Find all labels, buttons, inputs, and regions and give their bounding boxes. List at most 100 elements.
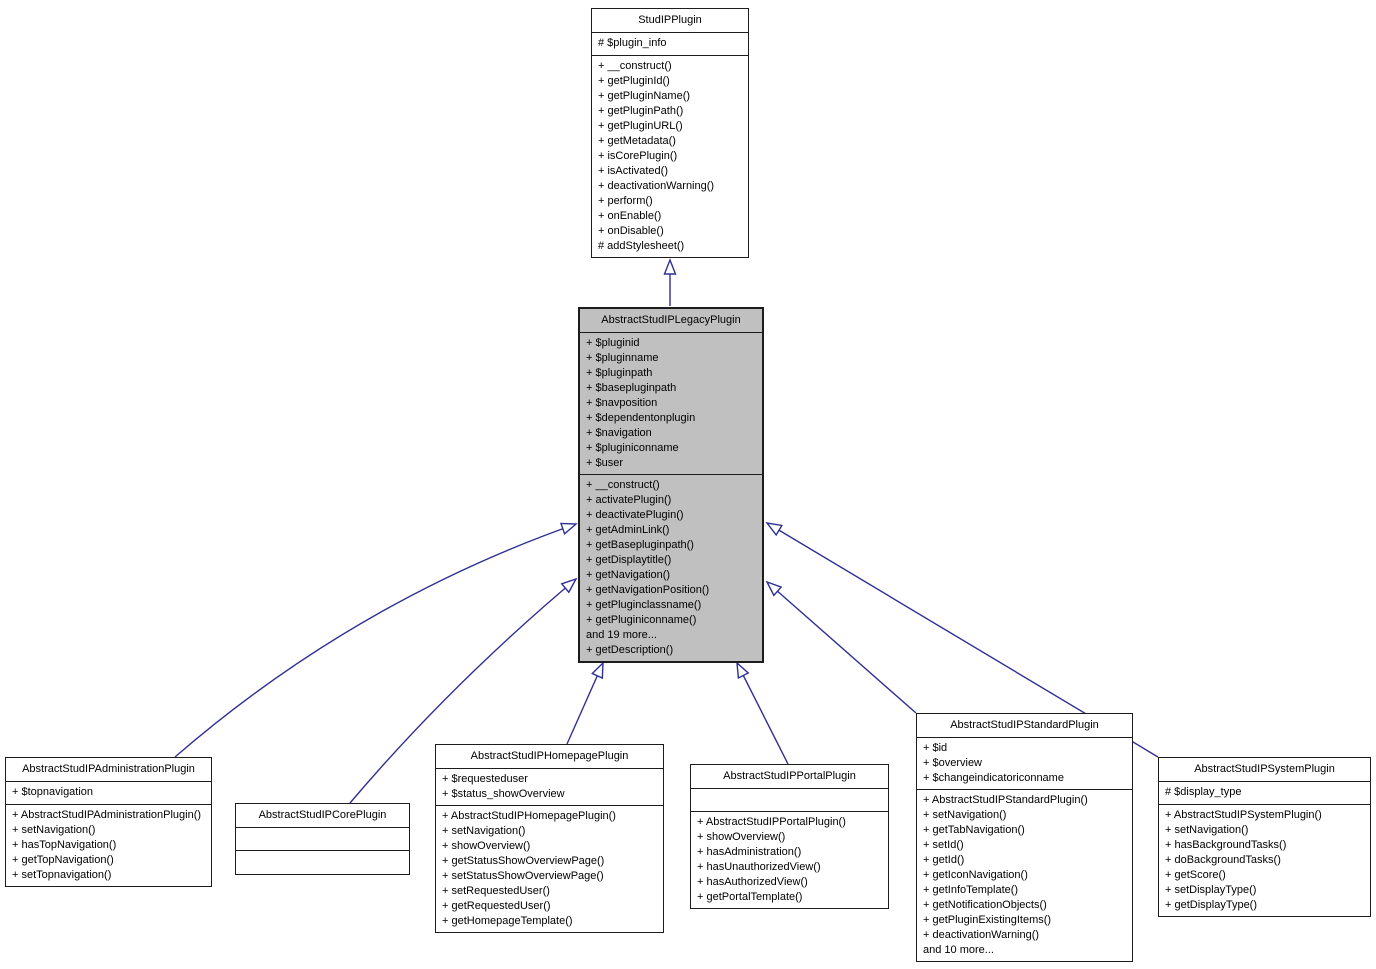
class-methods bbox=[236, 851, 409, 874]
member-row: + getPluginiconname() bbox=[586, 614, 697, 626]
member-row: + getScore() bbox=[1165, 869, 1226, 881]
member-row: + doBackgroundTasks() bbox=[1165, 854, 1281, 866]
member-row: + deactivationWarning() bbox=[923, 929, 1040, 941]
member-row: # $display_type bbox=[1165, 786, 1242, 798]
class-methods: + AbstractStudIPSystemPlugin() + setNavig… bbox=[1159, 805, 1370, 916]
member-row: + $pluginname bbox=[586, 352, 659, 364]
member-row: + onEnable() bbox=[598, 210, 662, 222]
class-title: AbstractStudIPCorePlugin bbox=[236, 804, 409, 828]
member-row: + getNavigationPosition() bbox=[586, 584, 710, 596]
member-row: + setStatusShowOverviewPage() bbox=[442, 870, 604, 882]
member-row: + $pluginiconname bbox=[586, 442, 679, 454]
class-node-abstractstudiphomepageplugin[interactable]: AbstractStudIPHomepagePlugin + $requeste… bbox=[435, 744, 664, 933]
class-node-abstractstudipportalplugin[interactable]: AbstractStudIPPortalPlugin + AbstractStu… bbox=[690, 764, 889, 909]
member-row: + getDescription() bbox=[586, 644, 674, 656]
class-attributes: # $plugin_info bbox=[592, 33, 748, 56]
member-row: + onDisable() bbox=[598, 225, 664, 237]
class-node-abstractstudipstandardplugin[interactable]: AbstractStudIPStandardPlugin + $id + $ove… bbox=[916, 713, 1133, 962]
member-row: + activatePlugin() bbox=[586, 494, 672, 506]
class-node-abstractstudipsystemplugin[interactable]: AbstractStudIPSystemPlugin # $display_ty… bbox=[1158, 757, 1371, 917]
member-row: + setNavigation() bbox=[12, 824, 96, 836]
class-methods: + AbstractStudIPPortalPlugin() + showOver… bbox=[691, 812, 888, 908]
member-row: + setNavigation() bbox=[1165, 824, 1249, 836]
edge-administration-to-legacy bbox=[174, 524, 576, 758]
member-row: + getPluginPath() bbox=[598, 105, 684, 117]
member-row: + getPluginclassname() bbox=[586, 599, 702, 611]
member-row: + showOverview() bbox=[442, 840, 531, 852]
class-attributes bbox=[236, 828, 409, 851]
member-row: + getNavigation() bbox=[586, 569, 671, 581]
class-title: AbstractStudIPStandardPlugin bbox=[917, 714, 1132, 738]
class-attributes: + $id + $overview + $changeindicatoriconna… bbox=[917, 738, 1132, 790]
member-row: + getTopNavigation() bbox=[12, 854, 114, 866]
class-title: AbstractStudIPAdministrationPlugin bbox=[6, 758, 211, 782]
member-row: + hasUnauthorizedView() bbox=[697, 861, 821, 873]
member-row: + AbstractStudIPPortalPlugin() bbox=[697, 816, 846, 828]
class-title: AbstractStudIPHomepagePlugin bbox=[436, 745, 663, 769]
member-row: + $id bbox=[923, 742, 948, 754]
edge-core-to-legacy bbox=[349, 579, 576, 804]
class-title: AbstractStudIPPortalPlugin bbox=[691, 765, 888, 789]
class-title: StudIPPlugin bbox=[592, 9, 748, 33]
member-row: + $navigation bbox=[586, 427, 652, 439]
edge-standard-to-legacy bbox=[767, 582, 917, 714]
member-row: + $changeindicatoriconname bbox=[923, 772, 1064, 784]
member-row: and 10 more... bbox=[923, 944, 994, 956]
member-row: + hasAdministration() bbox=[697, 846, 802, 858]
member-row: + hasAuthorizedView() bbox=[697, 876, 808, 888]
member-row: + $overview bbox=[923, 757, 983, 769]
member-row: + $status_showOverview bbox=[442, 788, 565, 800]
class-title: AbstractStudIPLegacyPlugin bbox=[580, 309, 762, 333]
member-row: + setId() bbox=[923, 839, 964, 851]
class-methods: + AbstractStudIPHomepagePlugin() + setNav… bbox=[436, 806, 663, 932]
member-row: and 19 more... bbox=[586, 629, 657, 641]
member-row: + getPluginId() bbox=[598, 75, 670, 87]
class-methods: + AbstractStudIPAdministrationPlugin()+ … bbox=[6, 805, 211, 886]
member-row: # addStylesheet() bbox=[598, 240, 685, 252]
member-row: + getPortalTemplate() bbox=[697, 891, 803, 903]
class-node-abstractstudipcoreplugin[interactable]: AbstractStudIPCorePlugin bbox=[235, 803, 410, 875]
edge-homepage-to-legacy bbox=[566, 663, 603, 745]
member-row: + getPluginName() bbox=[598, 90, 691, 102]
member-row: + $topnavigation bbox=[12, 786, 94, 798]
member-row: + getStatusShowOverviewPage() bbox=[442, 855, 605, 867]
class-node-studipplugin[interactable]: StudIPPlugin # $plugin_info + __construc… bbox=[591, 8, 749, 258]
class-attributes: + $topnavigation bbox=[6, 782, 211, 805]
member-row: + isActivated() bbox=[598, 165, 668, 177]
member-row: + getIconNavigation() bbox=[923, 869, 1028, 881]
member-row: + AbstractStudIPSystemPlugin() bbox=[1165, 809, 1322, 821]
member-row: + getRequestedUser() bbox=[442, 900, 551, 912]
member-row: + getHomepageTemplate() bbox=[442, 915, 573, 927]
member-row: + $navposition bbox=[586, 397, 658, 409]
member-row: + deactivationWarning() bbox=[598, 180, 715, 192]
member-row: + __construct() bbox=[586, 479, 660, 491]
class-node-abstractstudipadministrationplugin[interactable]: AbstractStudIPAdministrationPlugin + $to… bbox=[5, 757, 212, 887]
member-row: + getDisplayType() bbox=[1165, 899, 1258, 911]
member-row: # $plugin_info bbox=[598, 37, 667, 49]
class-attributes bbox=[691, 789, 888, 812]
member-row: + $pluginid bbox=[586, 337, 640, 349]
class-attributes: + $requesteduser+ $status_showOverview bbox=[436, 769, 663, 806]
class-methods: + __construct()+ activatePlugin()+ deact… bbox=[580, 475, 762, 661]
member-row: + AbstractStudIPHomepagePlugin() bbox=[442, 810, 616, 822]
member-row: + setDisplayType() bbox=[1165, 884, 1257, 896]
class-methods: + __construct() + getPluginId() + getPlugi… bbox=[592, 56, 748, 257]
member-row: + setNavigation() bbox=[442, 825, 526, 837]
member-row: + getPluginExistingItems() bbox=[923, 914, 1052, 926]
member-row: + getInfoTemplate() bbox=[923, 884, 1019, 896]
member-row: + isCorePlugin() bbox=[598, 150, 678, 162]
member-row: + showOverview() bbox=[697, 831, 786, 843]
member-row: + getPluginURL() bbox=[598, 120, 683, 132]
member-row: + setTopnavigation() bbox=[12, 869, 112, 881]
member-row: + getBasepluginpath() bbox=[586, 539, 694, 551]
member-row: + $basepluginpath bbox=[586, 382, 677, 394]
class-node-abstractstudiplegacyplugin: AbstractStudIPLegacyPlugin + $pluginid + … bbox=[578, 307, 764, 663]
member-row: + __construct() bbox=[598, 60, 672, 72]
class-methods: + AbstractStudIPStandardPlugin()+ setNav… bbox=[917, 790, 1132, 961]
member-row: + setNavigation() bbox=[923, 809, 1007, 821]
member-row: + getId() bbox=[923, 854, 965, 866]
member-row: + setRequestedUser() bbox=[442, 885, 550, 897]
class-title: AbstractStudIPSystemPlugin bbox=[1159, 758, 1370, 782]
member-row: + getTabNavigation() bbox=[923, 824, 1025, 836]
